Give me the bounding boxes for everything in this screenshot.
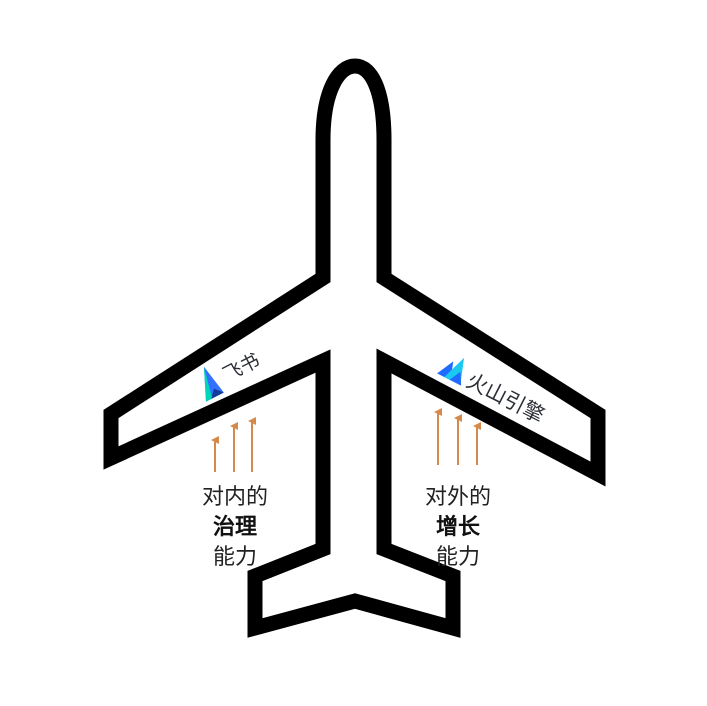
external-growth-caption: 对外的 增长 能力 [398,483,518,573]
caption-line: 对内的 [201,485,268,510]
caption-line: 能力 [435,545,480,570]
caption-line: 对外的 [424,485,491,510]
caption-line: 能力 [212,545,257,570]
right-arrows [434,408,481,465]
feishu-logo-icon [203,366,224,402]
left-arrows [211,417,256,472]
internal-governance-caption: 对内的 治理 能力 [175,483,295,573]
airplane-outline [103,58,606,638]
volcano-engine-logo-icon [437,357,465,386]
caption-keyword: 治理 [212,515,257,540]
caption-keyword: 增长 [435,515,480,540]
